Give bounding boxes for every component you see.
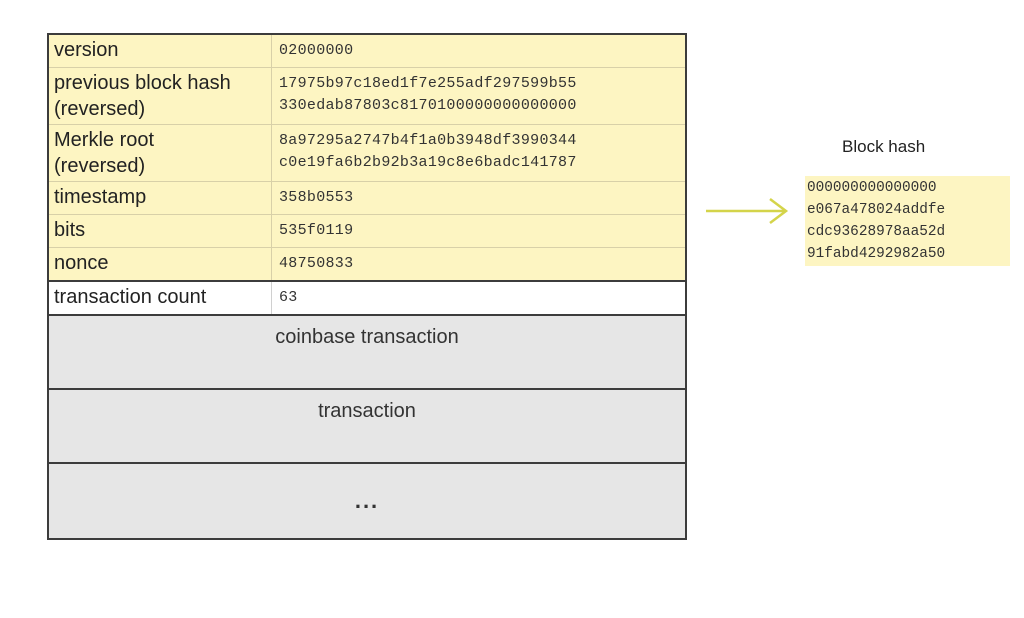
header-field-label: version xyxy=(49,35,272,67)
transaction-count-label: transaction count xyxy=(49,282,272,314)
header-field-row: version 02000000 xyxy=(49,35,685,68)
header-field-value-line: 48750833 xyxy=(279,255,354,272)
header-field-value-line: 02000000 xyxy=(279,42,354,59)
header-field-row: Merkle root (reversed)8a97295a2747b4f1a0… xyxy=(49,125,685,182)
header-field-value: 48750833 xyxy=(272,248,685,280)
block-structure-table: version 02000000 previous block hash (reve… xyxy=(47,33,687,540)
header-field-row: bits 535f0119 xyxy=(49,215,685,248)
block-hash-line: 91fabd4292982a50 xyxy=(807,246,946,262)
block-hash-line: 000000000000000 xyxy=(807,180,937,196)
header-field-label: nonce xyxy=(49,248,272,280)
right-arrow-icon xyxy=(706,198,789,224)
header-field-row: timestamp 358b0553 xyxy=(49,182,685,215)
coinbase-transaction-row: coinbase transaction xyxy=(49,316,685,390)
header-field-label: previous block hash (reversed) xyxy=(49,68,272,124)
header-field-value: 8a97295a2747b4f1a0b3948df3990344 c0e19fa6… xyxy=(272,125,685,181)
header-field-value: 17975b97c18ed1f7e255adf297599b55 330edab8… xyxy=(272,68,685,124)
transaction-count-row: transaction count 63 xyxy=(49,282,685,316)
block-hash-line: cdc93628978aa52d xyxy=(807,224,946,240)
header-field-value: 358b0553 xyxy=(272,182,685,214)
header-field-value-line: 358b0553 xyxy=(279,189,354,206)
header-field-value-line: 8a97295a2747b4f1a0b3948df3990344 xyxy=(279,132,577,149)
header-field-value-line: c0e19fa6b2b92b3a19c8e6badc141787 xyxy=(279,154,577,171)
transaction-count-value: 63 xyxy=(279,289,298,306)
header-field-label: Merkle root (reversed) xyxy=(49,125,272,181)
block-hash-line: e067a478024addfe xyxy=(807,202,946,218)
block-hash-value: 000000000000000 e067a478024addfe cdc936289… xyxy=(805,176,1010,266)
block-hash-title: Block hash xyxy=(842,137,926,156)
header-field-value-line: 330edab87803c8170100000000000000 xyxy=(279,97,577,114)
header-field-value: 02000000 xyxy=(272,35,685,67)
header-field-value-line: 17975b97c18ed1f7e255adf297599b55 xyxy=(279,75,577,92)
header-field-row: previous block hash (reversed)17975b97c1… xyxy=(49,68,685,125)
header-field-value-line: 535f0119 xyxy=(279,222,354,239)
header-field-value: 535f0119 xyxy=(272,215,685,247)
transaction-row: transaction xyxy=(49,390,685,464)
header-field-row: nonce 48750833 xyxy=(49,248,685,282)
block-header: version 02000000 previous block hash (reve… xyxy=(49,35,685,282)
header-field-label: bits xyxy=(49,215,272,247)
header-field-label: timestamp xyxy=(49,182,272,214)
transaction-row: ... xyxy=(49,464,685,538)
